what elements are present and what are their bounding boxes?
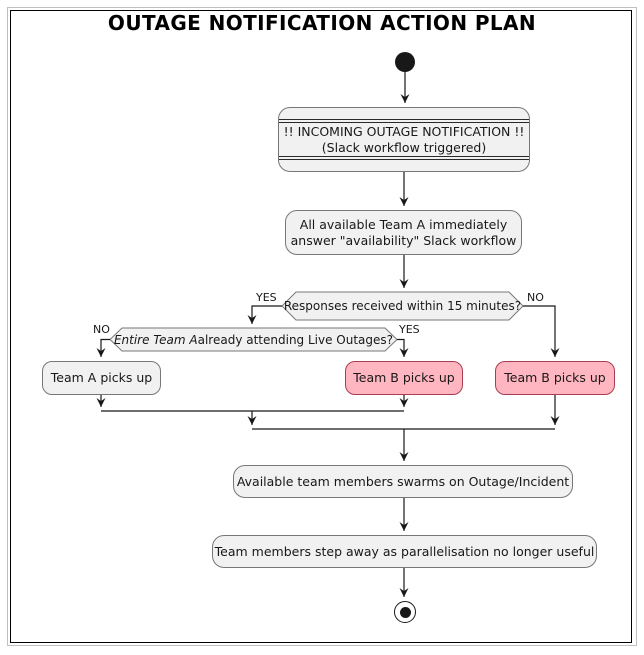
connector-no-to-team-b-right: [523, 305, 560, 357]
start-node: [395, 52, 415, 72]
decision-responses-question: Responses received within 15 minutes?: [283, 299, 522, 313]
team-a-label: Team A picks up: [50, 370, 153, 385]
decision-entire-team-rest: already attending Live Outages?: [197, 332, 394, 347]
decision-responses-no-label: NO: [527, 291, 544, 304]
step-away-activity: Team members step away as parallelisatio…: [212, 535, 597, 568]
notification-line2: (Slack workflow triggered): [321, 139, 487, 155]
notification-line1: !! INCOMING OUTAGE NOTIFICATION !!: [283, 123, 525, 139]
decision-entire-team-label: Entire Team A already attending Live Out…: [110, 328, 397, 351]
diagram-frame-shadow: [7, 7, 637, 646]
end-node-dot: [399, 606, 411, 618]
end-node: [394, 601, 416, 623]
notification-bottom-rule: [279, 156, 529, 160]
team-b-right-label: Team B picks up: [504, 370, 606, 385]
step-away-label: Team members step away as parallelisatio…: [214, 543, 595, 559]
connector-yes-to-team-b-center: [397, 338, 409, 357]
team-b-center-label: Team B picks up: [353, 370, 455, 385]
team-a-activity: Team A picks up: [42, 361, 161, 395]
diagram-title: OUTAGE NOTIFICATION ACTION PLAN: [107, 11, 537, 35]
availability-line2: answer "availability" Slack workflow: [290, 232, 517, 248]
decision-entire-team-yes-label: YES: [399, 323, 420, 336]
notification-activity: !! INCOMING OUTAGE NOTIFICATION !! (Slac…: [278, 107, 530, 172]
swarm-label: Available team members swarms on Outage/…: [236, 473, 570, 489]
connector-no-to-team-a: [96, 338, 110, 357]
team-b-center-activity: Team B picks up: [345, 361, 463, 395]
decision-responses-yes-label: YES: [256, 291, 277, 304]
availability-line1: All available Team A immediately: [299, 216, 508, 232]
diagram-frame: [10, 10, 632, 643]
decision-entire-team-no-label: NO: [93, 323, 110, 336]
availability-activity: All available Team A immediately answer …: [285, 210, 522, 255]
swarm-activity: Available team members swarms on Outage/…: [233, 465, 573, 498]
decision-responses-label: Responses received within 15 minutes?: [282, 292, 523, 320]
team-b-right-activity: Team B picks up: [495, 361, 615, 395]
notification-top-rule: [279, 119, 529, 123]
connector-yes-to-second-decision: [247, 305, 282, 324]
decision-entire-team-italic: Entire Team A: [113, 332, 198, 347]
